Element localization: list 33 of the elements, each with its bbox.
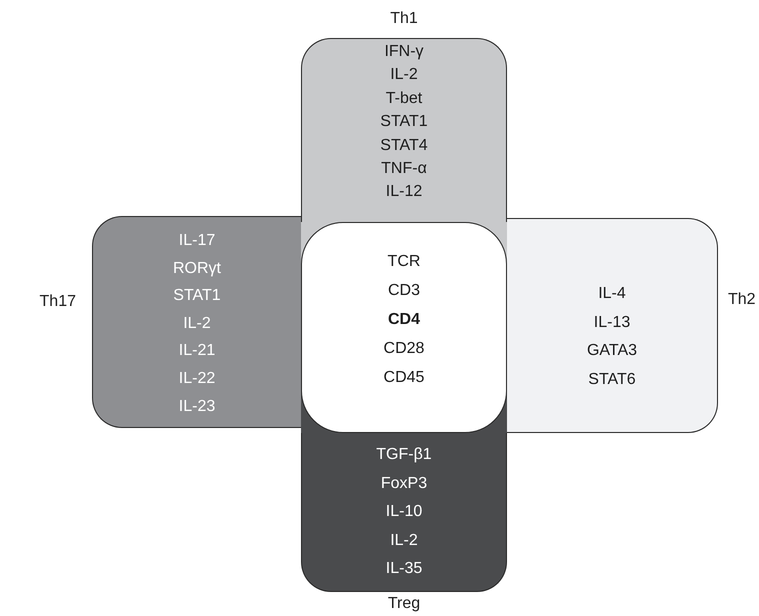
marker-name: IL-13 — [594, 312, 630, 332]
subset-label: Treg — [386, 595, 422, 613]
subset-label: Th2 — [728, 291, 756, 309]
marker-name: IFN-γ — [384, 42, 424, 62]
marker-name: IL-10 — [386, 502, 422, 522]
marker-name: IL-23 — [178, 396, 216, 417]
marker-name: TNF-α — [381, 159, 427, 180]
marker-name: IL-2 — [390, 65, 418, 86]
marker-name: IL-35 — [386, 559, 422, 580]
marker-name: T-bet — [386, 88, 422, 109]
subset-label: Th17 — [40, 293, 76, 311]
marker-name: IL-22 — [178, 368, 216, 389]
marker-name: IL-17 — [178, 231, 216, 251]
marker-name: CD3 — [388, 281, 420, 301]
marker-name: STAT1 — [173, 286, 221, 306]
marker-name: CD45 — [384, 368, 424, 388]
marker-name: IL-2 — [390, 530, 418, 551]
marker-name: CD4 — [388, 310, 420, 330]
marker-name: TCR — [388, 252, 420, 272]
shared-marker-box — [301, 222, 507, 433]
marker-name: TGF-β1 — [376, 445, 432, 465]
marker-name: FoxP3 — [380, 474, 428, 494]
marker-name: GATA3 — [586, 341, 638, 361]
marker-name: IL-2 — [183, 314, 211, 334]
marker-name: STAT4 — [380, 136, 428, 156]
marker-name: STAT1 — [380, 112, 428, 132]
subset-label: Th1 — [389, 10, 419, 28]
marker-name: IL-12 — [386, 182, 422, 202]
marker-name: CD28 — [384, 339, 424, 359]
marker-name: RORγt — [173, 258, 221, 279]
marker-name: IL-4 — [598, 284, 626, 304]
marker-name: STAT6 — [588, 370, 636, 390]
marker-name: IL-21 — [178, 341, 216, 362]
